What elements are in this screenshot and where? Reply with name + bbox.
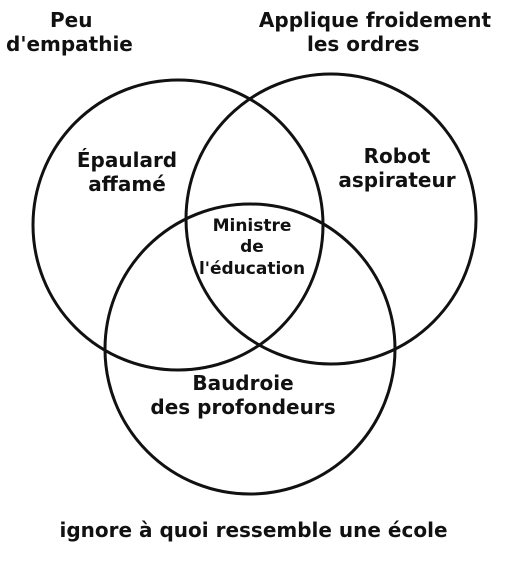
label-applique-ordres: Applique froidement les ordres [258,8,492,56]
label-peu-empathie: Peu d'empathie [6,8,133,56]
label-ignore-ecole: ignore à quoi ressemble une école [59,518,448,542]
region-ministre: Ministre de l'éducation [198,216,306,279]
region-epaulard: Épaulard affamé [76,148,178,196]
region-baudroie: Baudroie des profondeurs [150,371,336,419]
circle-school [103,202,397,496]
region-robot: Robot aspirateur [338,144,456,192]
